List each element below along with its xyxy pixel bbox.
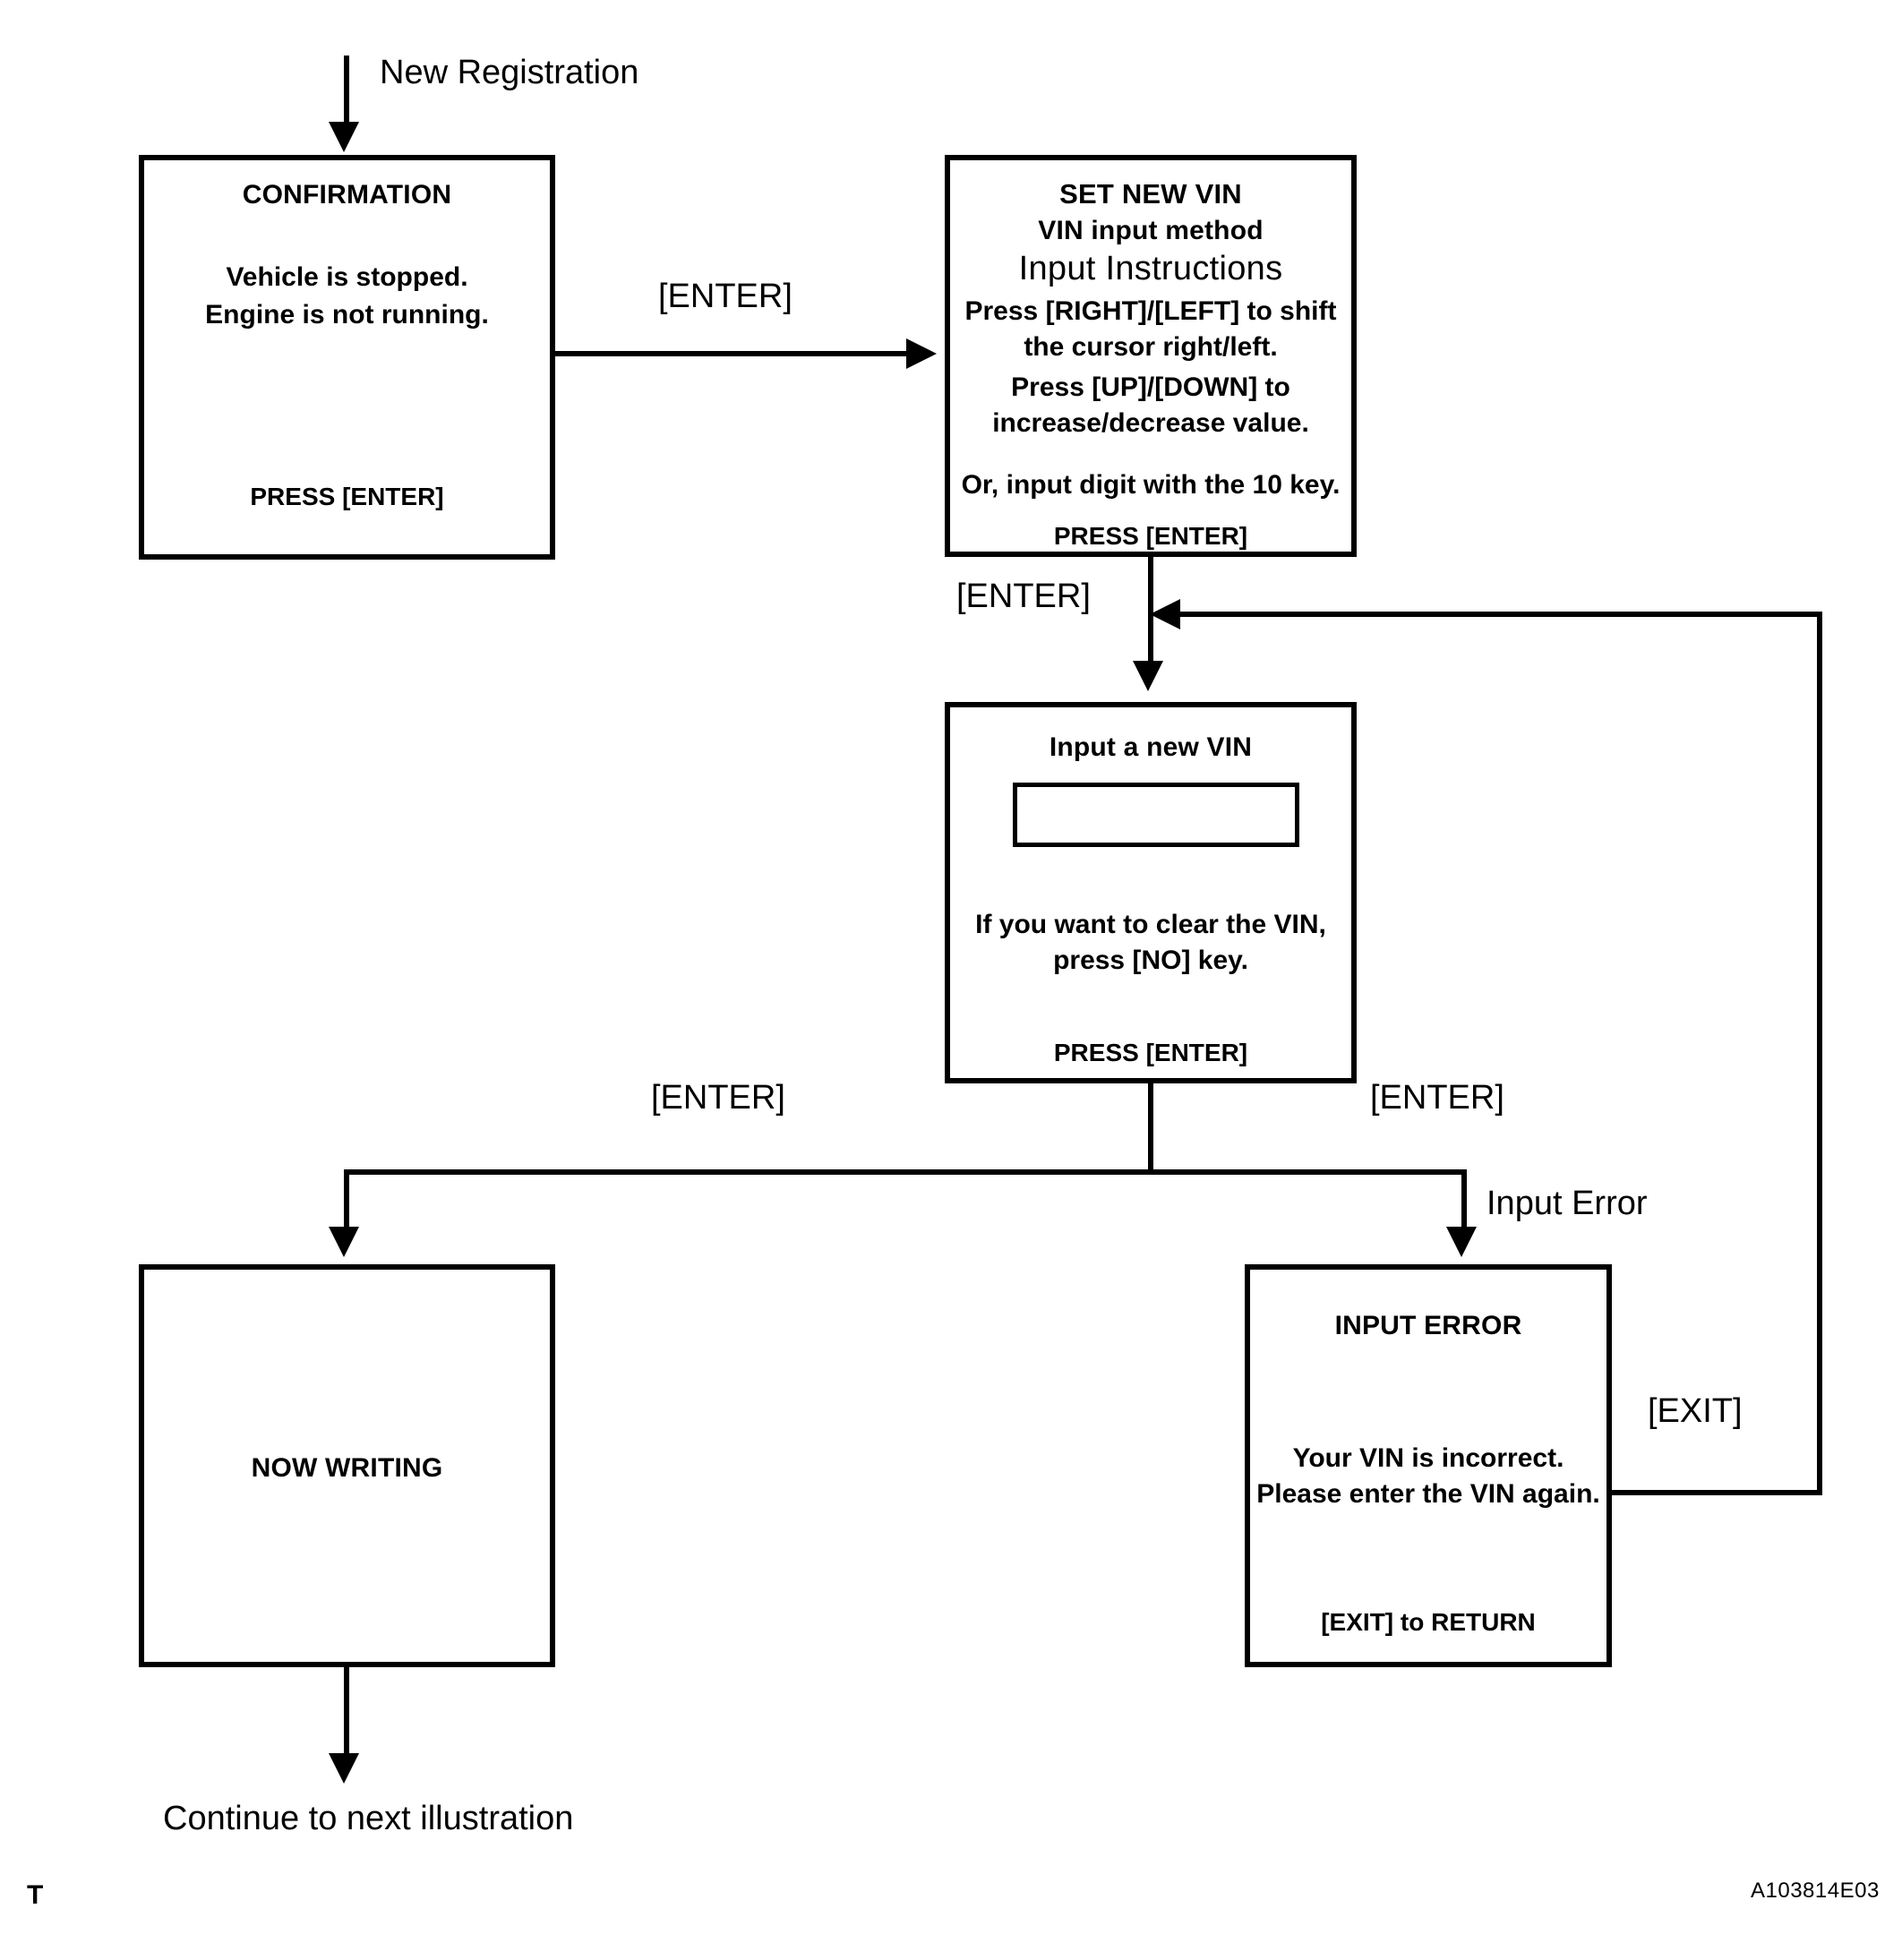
input-error-screen: INPUT ERROR Your VIN is incorrect. Pleas… [1245, 1264, 1612, 1667]
input-error-title: INPUT ERROR [1334, 1311, 1522, 1340]
nowwriting-exit-arrowhead [329, 1753, 359, 1784]
set-new-vin-instructions-heading: Input Instructions [1018, 250, 1283, 287]
now-writing-title: NOW WRITING [251, 1453, 443, 1483]
set-new-vin-line3: Press [UP]/[DOWN] to [1011, 372, 1290, 402]
inputvin-to-error-line [1461, 1169, 1467, 1228]
confirmation-screen: CONFIRMATION Vehicle is stopped. Engine … [139, 155, 555, 560]
input-new-vin-hint-line2: press [NO] key. [1053, 946, 1248, 975]
exit-return-horizontal-upper [1164, 612, 1822, 617]
input-new-vin-hint-line1: If you want to clear the VIN, [975, 910, 1326, 939]
setvin-to-inputvin-label: [ENTER] [956, 578, 1091, 615]
reference-code: A103814E03 [1751, 1879, 1880, 1903]
setvin-to-inputvin-arrowhead [1133, 661, 1163, 691]
confirmation-body-line2: Engine is not running. [205, 300, 489, 330]
confirmation-body-line1: Vehicle is stopped. [226, 262, 468, 292]
confirm-to-setvin-label: [ENTER] [658, 278, 792, 315]
inputvin-split-stub [1148, 1083, 1153, 1175]
confirm-to-setvin-arrowhead [906, 338, 937, 369]
set-new-vin-title: SET NEW VIN [1059, 178, 1242, 210]
inputvin-to-error-arrowhead [1446, 1227, 1477, 1257]
set-new-vin-subtitle: VIN input method [1038, 216, 1264, 245]
inputvin-to-error-label: [ENTER] [1370, 1079, 1504, 1117]
vin-input-field[interactable] [1013, 783, 1299, 847]
entry-arrow-line [344, 56, 349, 127]
input-new-vin-screen: Input a new VIN If you want to clear the… [945, 702, 1357, 1083]
set-new-vin-line2: the cursor right/left. [1024, 332, 1278, 362]
input-error-body-line1: Your VIN is incorrect. [1292, 1443, 1564, 1473]
set-new-vin-line4: increase/decrease value. [992, 408, 1309, 438]
confirm-to-setvin-line [553, 351, 911, 356]
nowwriting-exit-line [344, 1667, 349, 1757]
exit-return-horizontal-lower [1606, 1490, 1822, 1495]
confirmation-footer: PRESS [ENTER] [250, 483, 444, 510]
input-new-vin-footer: PRESS [ENTER] [1053, 1039, 1248, 1066]
entry-arrow-head [329, 122, 359, 152]
exit-return-vertical [1817, 612, 1822, 1495]
set-new-vin-screen: SET NEW VIN VIN input method Input Instr… [945, 155, 1357, 557]
set-new-vin-line1: Press [RIGHT]/[LEFT] to shift [964, 296, 1337, 326]
exit-return-arrowhead [1150, 599, 1180, 629]
now-writing-screen: NOW WRITING [139, 1264, 555, 1667]
input-error-footer: [EXIT] to RETURN [1321, 1608, 1536, 1636]
inputvin-to-nowwriting-label: [ENTER] [651, 1079, 785, 1117]
inputvin-to-nowwriting-line [344, 1169, 349, 1228]
entry-label: New Registration [380, 54, 639, 91]
error-branch-label: Input Error [1486, 1185, 1648, 1222]
exit-label: Continue to next illustration [163, 1800, 574, 1837]
input-error-body-line2: Please enter the VIN again. [1256, 1479, 1600, 1509]
exit-return-label: [EXIT] [1648, 1392, 1743, 1430]
input-new-vin-title: Input a new VIN [1049, 732, 1253, 762]
inputvin-split-bus [344, 1169, 1467, 1175]
confirmation-title: CONFIRMATION [242, 180, 452, 210]
set-new-vin-line5: Or, input digit with the 10 key. [961, 470, 1341, 500]
set-new-vin-footer: PRESS [ENTER] [1053, 522, 1248, 550]
page-mark: T [27, 1880, 44, 1910]
inputvin-to-nowwriting-arrowhead [329, 1227, 359, 1257]
